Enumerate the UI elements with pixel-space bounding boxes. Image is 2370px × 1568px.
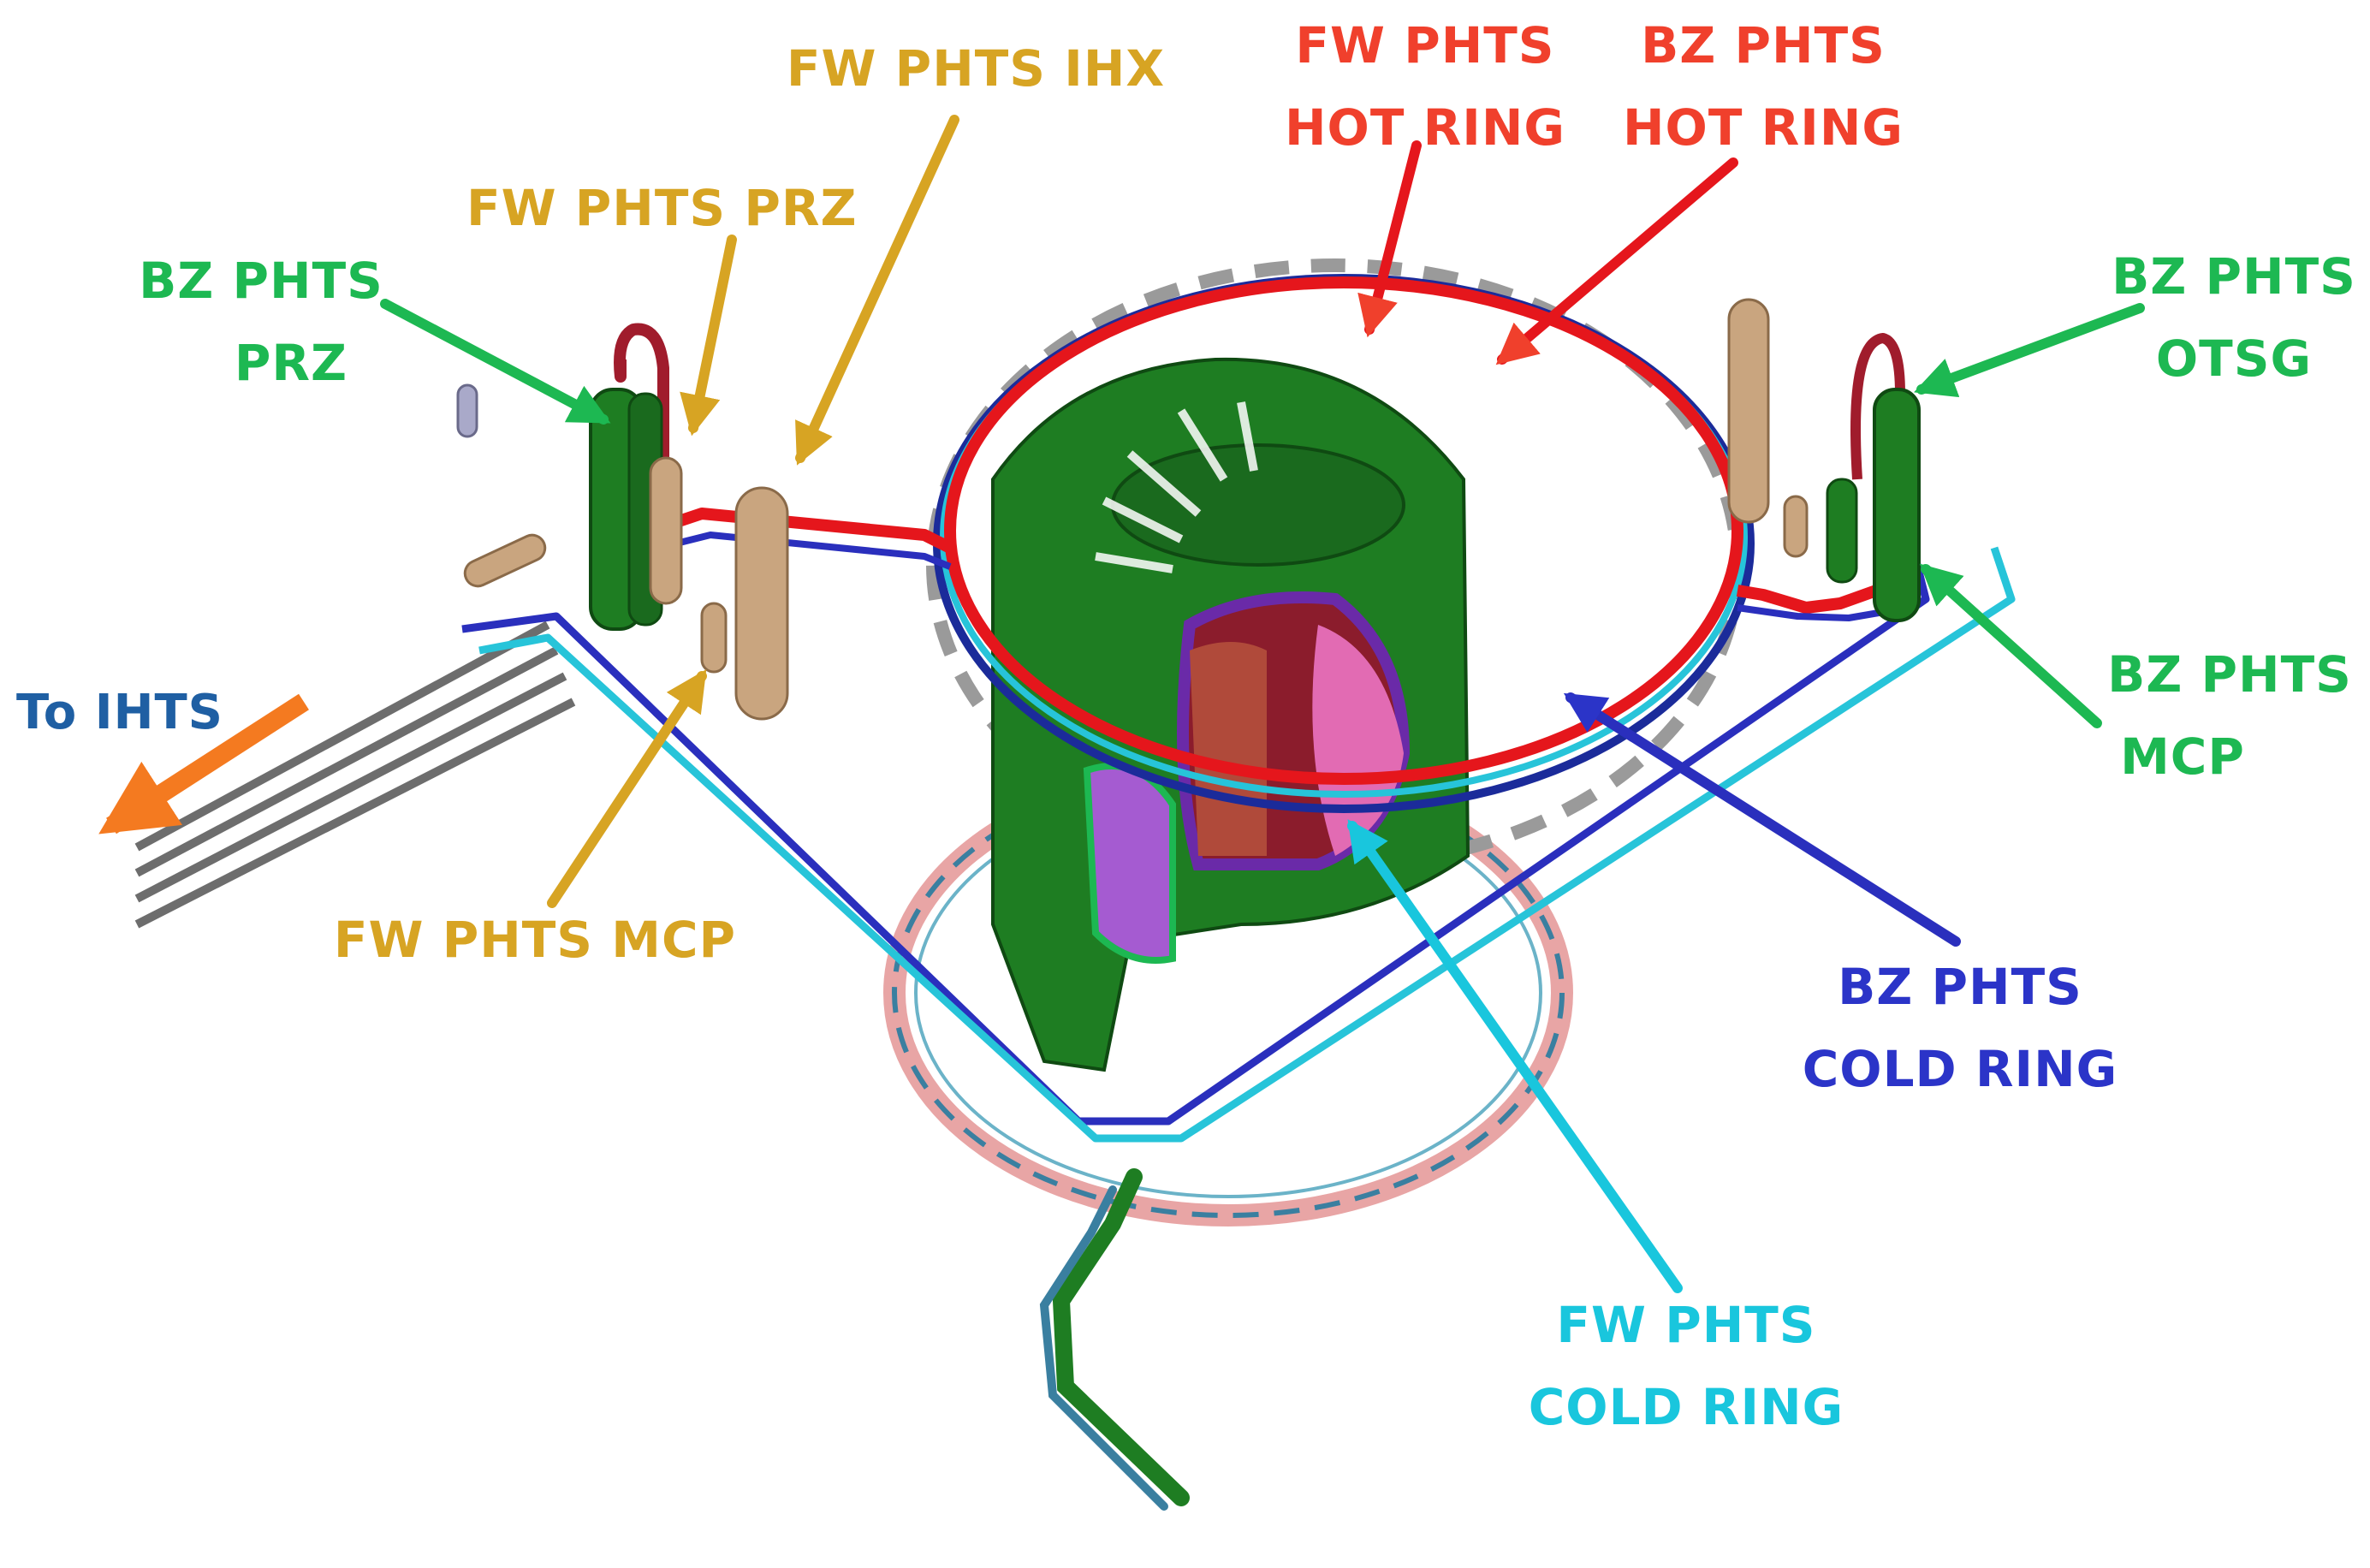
label-bz-phts-hot-ring: BZ PHTS HOT RING xyxy=(1601,4,1926,169)
label-bz-phts-mcp: BZ PHTS MCP xyxy=(2101,633,2358,798)
label-bz-phts-cold-ring-line1: BZ PHTS xyxy=(1838,958,2082,1016)
label-bz-phts-otsg: BZ PHTS OTSG xyxy=(2106,235,2362,400)
callout-arrows xyxy=(380,115,2145,1293)
label-fw-phts-hot-ring-line1: FW PHTS xyxy=(1295,16,1555,74)
label-bz-phts-mcp-line1: BZ PHTS xyxy=(2107,645,2352,704)
to-ihts-arrow xyxy=(98,693,309,834)
label-fw-phts-hot-ring: FW PHTS HOT RING xyxy=(1250,4,1601,169)
label-fw-phts-prz-text: FW PHTS PRZ xyxy=(466,179,858,237)
label-bz-phts-mcp-line2: MCP xyxy=(2120,728,2245,786)
bottom-drain xyxy=(1039,1168,1190,1511)
label-bz-phts-hot-ring-line2: HOT RING xyxy=(1623,98,1904,157)
label-fw-phts-ihx-text: FW PHTS IHX xyxy=(786,39,1166,98)
label-fw-phts-prz: FW PHTS PRZ xyxy=(466,167,858,249)
label-fw-phts-hot-ring-line2: HOT RING xyxy=(1285,98,1565,157)
label-bz-phts-hot-ring-line1: BZ PHTS xyxy=(1641,16,1886,74)
label-bz-phts-otsg-line1: BZ PHTS xyxy=(2112,247,2356,306)
label-bz-phts-prz-line2: PRZ xyxy=(234,334,348,392)
label-bz-phts-otsg-line2: OTSG xyxy=(2155,330,2313,388)
left-components xyxy=(456,383,789,721)
label-fw-phts-mcp: FW PHTS MCP xyxy=(330,899,740,981)
label-fw-phts-ihx: FW PHTS IHX xyxy=(770,27,1181,110)
label-fw-phts-cold-ring-line2: COLD RING xyxy=(1528,1378,1844,1436)
label-fw-phts-cold-ring-line1: FW PHTS xyxy=(1556,1296,1816,1354)
right-components xyxy=(1727,298,1921,622)
label-bz-phts-cold-ring: BZ PHTS COLD RING xyxy=(1780,946,2140,1110)
label-fw-phts-cold-ring: FW PHTS COLD RING xyxy=(1506,1284,1866,1448)
tokamak xyxy=(926,258,1744,1072)
label-bz-phts-cold-ring-line2: COLD RING xyxy=(1802,1040,2118,1098)
ihts-pipes xyxy=(134,621,576,929)
label-to-ihts: To IHTS xyxy=(9,672,231,754)
label-fw-phts-mcp-text: FW PHTS MCP xyxy=(333,911,737,969)
label-to-ihts-text: To IHTS xyxy=(16,685,223,740)
label-bz-phts-prz-line1: BZ PHTS xyxy=(139,252,383,310)
label-bz-phts-prz: BZ PHTS PRZ xyxy=(133,240,389,404)
